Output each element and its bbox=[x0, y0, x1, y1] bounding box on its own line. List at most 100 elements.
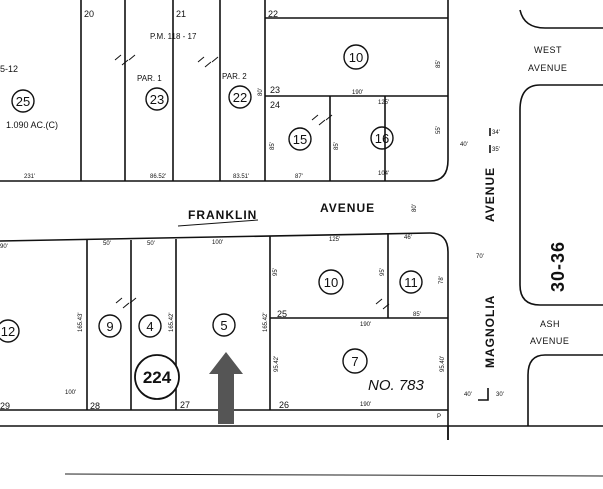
line-number: 24 bbox=[270, 100, 280, 110]
tick-marks bbox=[114, 54, 390, 310]
street-ash-label: ASH bbox=[540, 319, 560, 329]
parcel-25-area: 1.090 AC.(C) bbox=[6, 120, 58, 130]
parcel-15-circle bbox=[288, 127, 312, 151]
book-page-label: 30-36 bbox=[548, 241, 568, 292]
parcel-5-circle bbox=[212, 313, 236, 337]
parcel-9-label: 9 bbox=[106, 319, 113, 334]
dimension: 190' bbox=[360, 402, 371, 408]
dimension: 125' bbox=[329, 237, 340, 243]
dimension: 165.43' bbox=[78, 313, 84, 333]
dimension: 80' bbox=[258, 88, 264, 96]
parcel-11-circle bbox=[399, 270, 423, 294]
street-ash-avenue-label: AVENUE bbox=[530, 336, 569, 346]
parcel-15-label: 15 bbox=[293, 132, 307, 147]
dimension: 78' bbox=[439, 276, 445, 284]
dimension: 70' bbox=[476, 254, 484, 260]
street-west-label: WEST bbox=[534, 45, 562, 55]
parcel-4-label: 4 bbox=[146, 319, 153, 334]
parcel-12-circle bbox=[0, 319, 20, 343]
parcel-25-circle bbox=[11, 89, 35, 113]
dimension: 100' bbox=[212, 240, 223, 246]
dimension: 95' bbox=[380, 268, 386, 276]
map-page-circle bbox=[134, 354, 180, 400]
street-magnolia-lower-label: MAGNOLIA bbox=[483, 295, 497, 368]
parcel-23-label: 23 bbox=[150, 92, 164, 107]
line-number: 21 bbox=[176, 9, 186, 19]
street-avenue-label: AVENUE bbox=[320, 201, 375, 215]
dimension: 40' bbox=[464, 392, 472, 398]
parcel-9-circle bbox=[98, 314, 122, 338]
dimension: 95.40' bbox=[440, 356, 446, 372]
parcel-10-bottom-circle bbox=[318, 269, 344, 295]
dimension: 85' bbox=[270, 142, 276, 150]
line-number: 28 bbox=[90, 401, 100, 411]
parcel-22-circle bbox=[228, 85, 252, 109]
dimension: 100' bbox=[65, 390, 76, 396]
street-magnolia-upper-label: AVENUE bbox=[483, 167, 497, 222]
dimension: 95' bbox=[273, 268, 279, 276]
dimension: 83.51' bbox=[233, 174, 249, 180]
dimension: 165.42' bbox=[263, 313, 269, 333]
dimension: 50' bbox=[147, 241, 155, 247]
parcel-7-label: 7 bbox=[351, 354, 358, 369]
dimension: 34' bbox=[492, 130, 500, 136]
street-underline bbox=[177, 219, 259, 227]
parcel-23-par: PAR. 1 bbox=[137, 74, 162, 83]
line-number: 27 bbox=[180, 400, 190, 410]
dimension: 35' bbox=[492, 147, 500, 153]
scan-edge-line bbox=[64, 473, 603, 477]
parcel-11-label: 11 bbox=[404, 275, 418, 290]
dimension: 40' bbox=[460, 142, 468, 148]
dimension: 87' bbox=[295, 174, 303, 180]
dimension: 86.52' bbox=[150, 174, 166, 180]
bottom-parcels: 12 9 4 5 10 11 7 29 28 27 26 25 90' 50' … bbox=[0, 130, 504, 420]
bottom-block-lines bbox=[0, 232, 603, 440]
parcel-map-ref: P.M. 118 - 17 bbox=[150, 32, 197, 41]
top-block-lines bbox=[0, 0, 449, 182]
street-west-avenue-label: AVENUE bbox=[528, 63, 567, 73]
dimension: 231' bbox=[24, 174, 35, 180]
parcel-16-circle bbox=[370, 126, 394, 150]
map-page-number: 224 bbox=[143, 368, 172, 387]
dimension: 55' bbox=[436, 126, 442, 134]
parcel-23-circle bbox=[145, 87, 169, 111]
street-width-marker: P bbox=[437, 414, 441, 420]
parcel-4-circle bbox=[138, 314, 162, 338]
dimension: 85' bbox=[436, 60, 442, 68]
parcel-10-bottom-label: 10 bbox=[324, 275, 338, 290]
line-number: 22 bbox=[268, 9, 278, 19]
parcel-22-par: PAR. 2 bbox=[222, 72, 247, 81]
parcel-25-label: 25 bbox=[16, 94, 30, 109]
dimension: 85' bbox=[334, 142, 340, 150]
line-number: 29 bbox=[0, 401, 10, 411]
dimension: 95.42' bbox=[274, 356, 280, 372]
dimension: 165.42' bbox=[169, 313, 175, 333]
parcel-10-top-circle bbox=[343, 44, 369, 70]
dimension: 50' bbox=[103, 241, 111, 247]
dimension: 30' bbox=[496, 392, 504, 398]
parcel-22-label: 22 bbox=[233, 90, 247, 105]
partial-label: 5-12 bbox=[0, 64, 18, 74]
dimension: 80' bbox=[412, 204, 418, 212]
dimension: 104' bbox=[378, 171, 389, 177]
dimension: 190' bbox=[352, 90, 363, 96]
dimension: 190' bbox=[360, 322, 371, 328]
dimension: 90' bbox=[0, 244, 8, 250]
dimension: 125' bbox=[378, 100, 389, 106]
map-number: NO. 783 bbox=[368, 377, 425, 394]
location-arrow-icon bbox=[209, 352, 243, 424]
parcel-16-label: 16 bbox=[375, 131, 389, 146]
dimension: 46' bbox=[404, 235, 412, 241]
street-franklin-label: FRANKLIN bbox=[188, 208, 257, 222]
parcel-7-circle bbox=[342, 348, 368, 374]
line-number: 20 bbox=[84, 9, 94, 19]
line-number: 25 bbox=[277, 309, 287, 319]
dimension: 85' bbox=[413, 312, 421, 318]
top-parcels: 5-12 25 1.090 AC.(C) 23 PAR. 1 22 PAR. 2… bbox=[0, 9, 442, 180]
parcel-12-label: 12 bbox=[1, 324, 15, 339]
parcel-5-label: 5 bbox=[220, 318, 227, 333]
east-blocks bbox=[478, 9, 603, 426]
line-number: 23 bbox=[270, 85, 280, 95]
line-number: 26 bbox=[279, 400, 289, 410]
